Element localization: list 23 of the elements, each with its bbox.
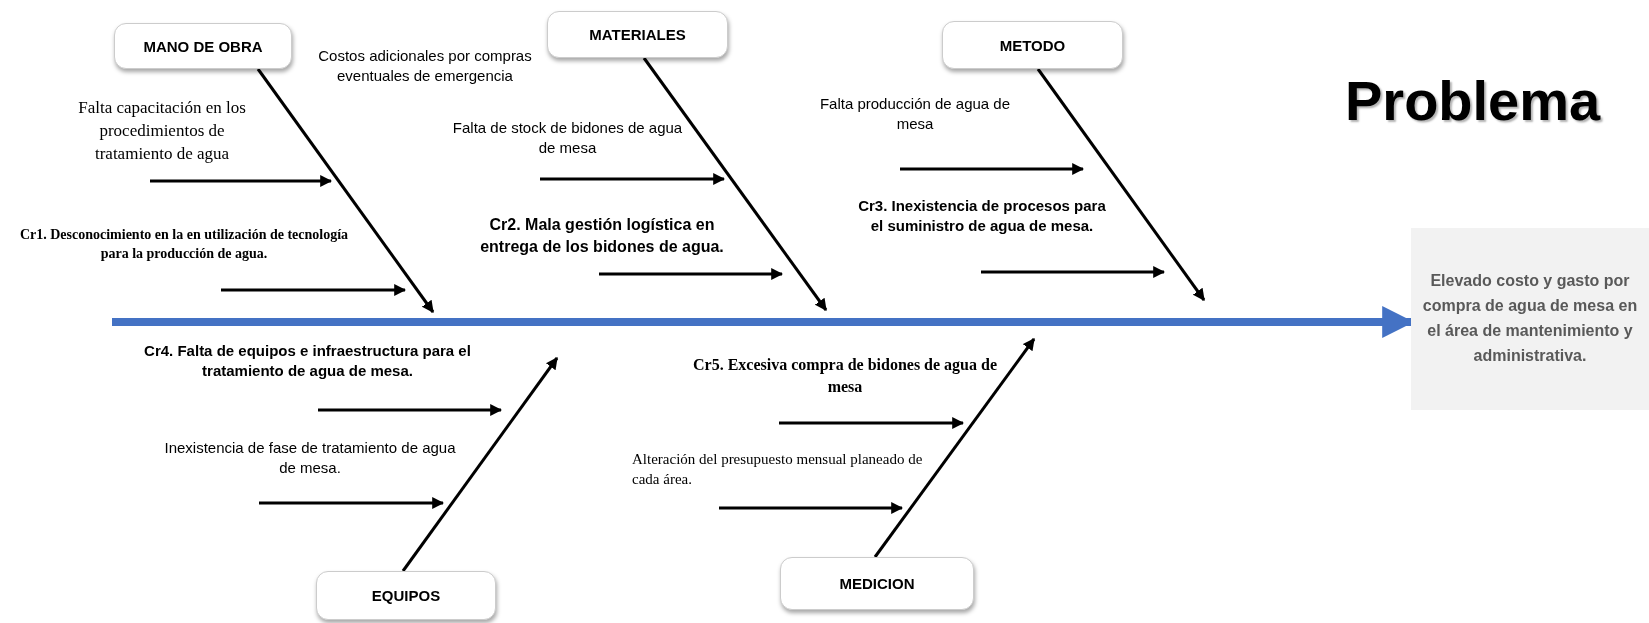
bone-arrow [401,357,559,572]
cause-text: Cr1. Desconocimiento en la en utilización de tecnología para la producción de agua. [18,226,350,263]
cause-text: Inexistencia de fase de tratamiento de agua de mesa. [163,438,457,479]
bone-arrow [256,68,435,313]
cause-text: Cr4. Falta de equipos e infraestructura para el tratamiento de agua de mesa. [143,341,472,382]
problem-box: Elevado costo y gasto por compra de agua de mesa en el área de mantenimiento y administrativa. [1411,228,1649,410]
cause-text: Falta capacitación en los procedimientos de tratamiento de agua [77,97,247,165]
category-box: MEDICION [780,557,974,610]
bone-arrow [873,338,1036,558]
note-text: Costos adicionales por compras eventuales de emergencia [317,46,533,87]
bone-arrow [1036,68,1206,301]
title: Problema [1345,68,1601,133]
category-box: MANO DE OBRA [114,23,292,69]
bone-arrow [642,57,828,311]
cause-text: Alteración del presupuesto mensual planeado de cada área. [632,450,924,490]
cause-text: Cr5. Excesiva compra de bidones de agua de mesa [692,355,998,397]
category-box: EQUIPOS [316,571,496,620]
cause-text: Falta de stock de bidones de agua de mesa [451,118,684,159]
cause-text: Cr3. Inexistencia de procesos para el suministro de agua de mesa. [857,196,1107,237]
category-box: MATERIALES [547,11,728,58]
cause-text: Falta producción de agua de mesa [818,94,1012,135]
cause-text: Cr2. Mala gestión logística en entrega de los bidones de agua. [479,215,725,257]
category-box: METODO [942,21,1123,69]
